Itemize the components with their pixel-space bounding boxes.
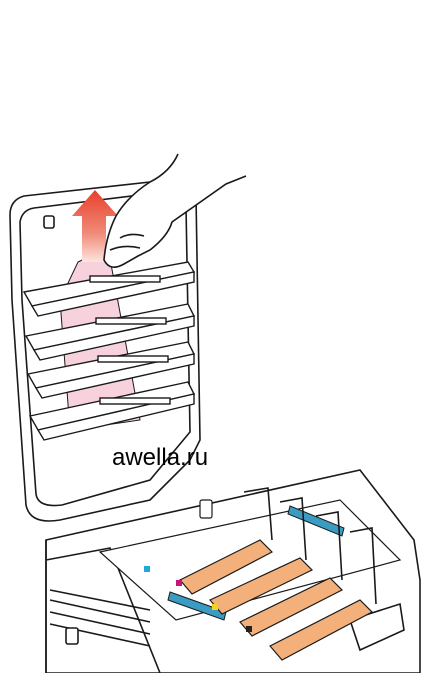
drum-1	[179, 539, 274, 595]
drum-4	[269, 599, 373, 661]
black-label	[246, 626, 252, 632]
cyan-label	[144, 566, 150, 572]
led-head-2	[24, 303, 196, 361]
magenta-label	[176, 580, 182, 586]
hand-icon	[103, 153, 247, 268]
watermark-text: awella.ru	[112, 444, 209, 471]
cartridge-handles	[243, 487, 377, 605]
toner-bar-1	[167, 591, 227, 621]
yellow-label	[212, 604, 218, 610]
led-head-4	[28, 381, 196, 441]
arrow-up-icon	[72, 190, 118, 262]
toner-bar-2	[287, 505, 345, 537]
led-head-1	[22, 261, 196, 317]
led-head-3	[26, 341, 196, 399]
